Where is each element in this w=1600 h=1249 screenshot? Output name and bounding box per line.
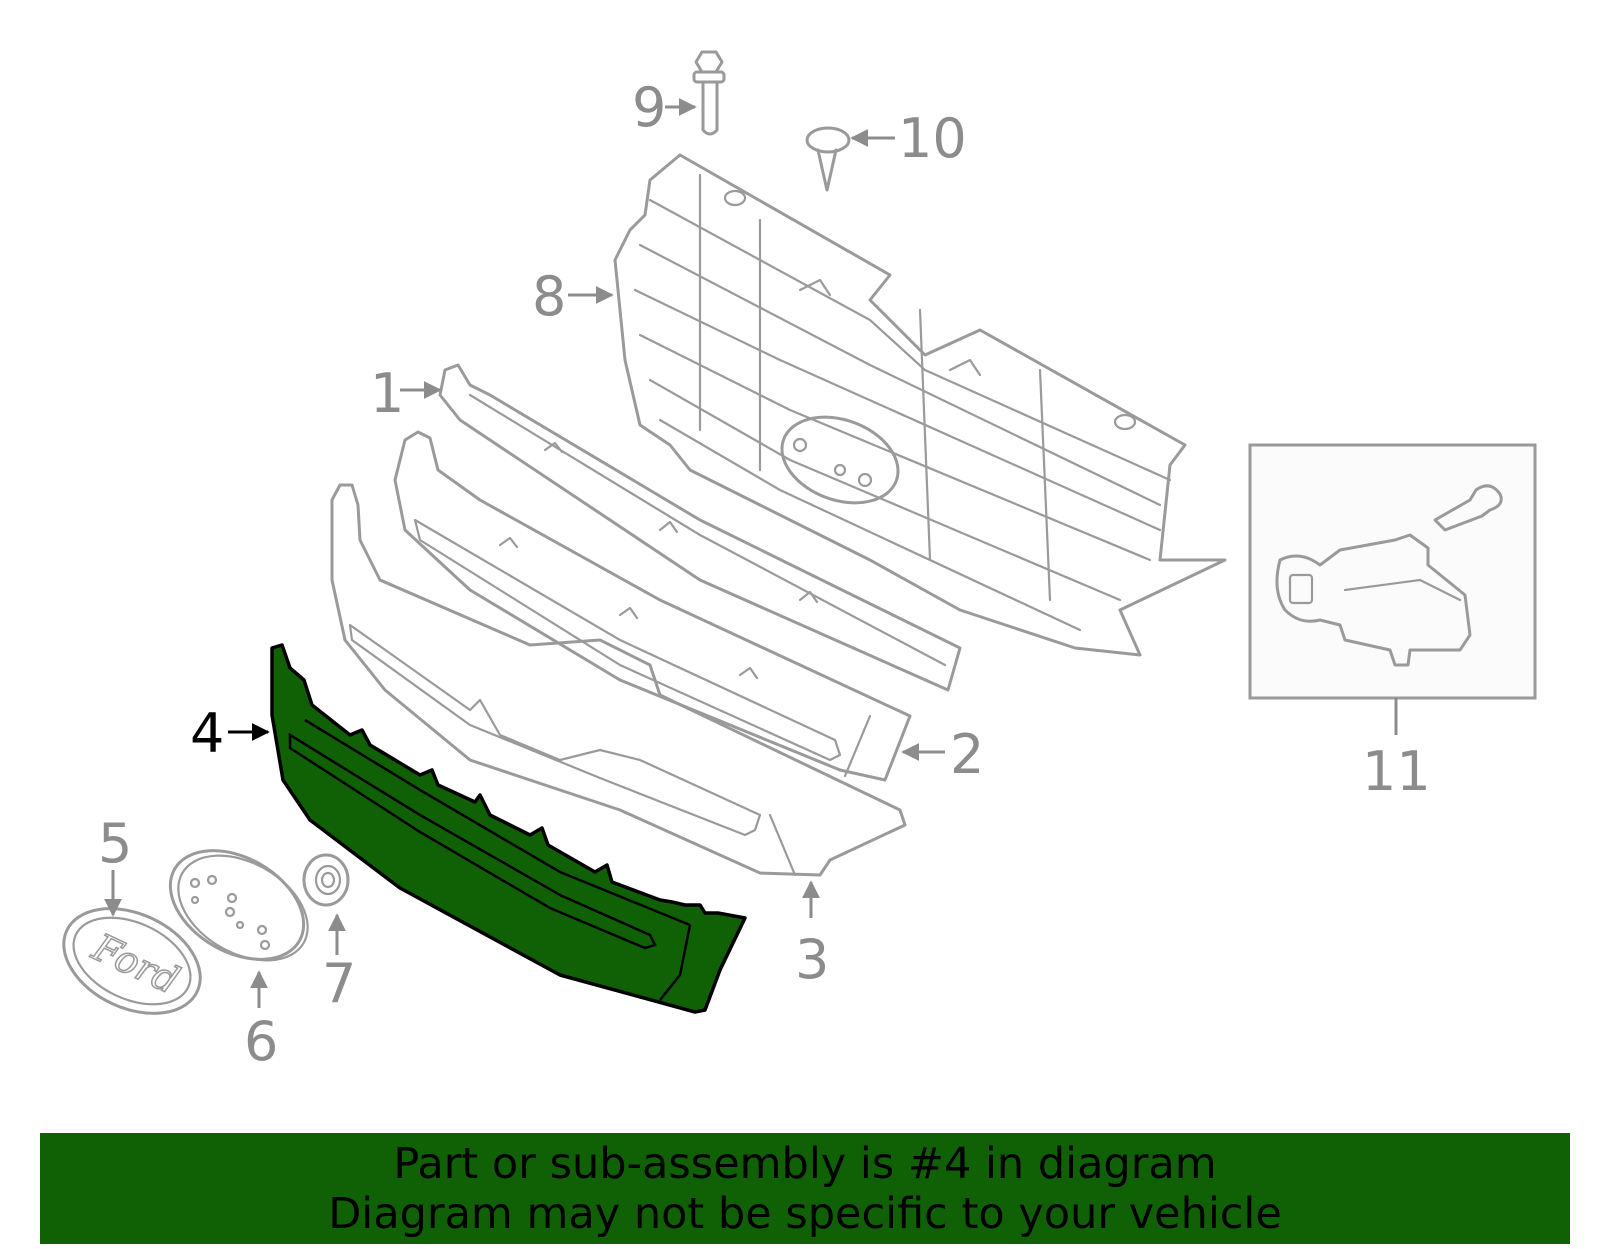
part-11-detail-box [1248, 443, 1537, 700]
part-10-pushpin [805, 126, 851, 192]
callout-7: 7 [322, 952, 356, 1015]
part-9-bolt [692, 50, 726, 136]
info-banner: Part or sub-assembly is #4 in diagram Di… [40, 1133, 1570, 1244]
callout-10: 10 [898, 107, 967, 170]
part-7-grommet [302, 853, 350, 907]
part-5-emblem: Ford [62, 907, 202, 1015]
callout-5: 5 [98, 812, 132, 875]
callout-9: 9 [632, 76, 666, 139]
part-8-grille [613, 153, 1227, 657]
banner-line-1: Part or sub-assembly is #4 in diagram [393, 1138, 1217, 1189]
callout-1: 1 [370, 362, 404, 425]
banner-line-2: Diagram may not be specific to your vehi… [328, 1188, 1282, 1239]
callout-3: 3 [795, 928, 829, 991]
callout-2: 2 [950, 723, 984, 786]
callout-8: 8 [532, 265, 566, 328]
part-6-backing-plate [168, 849, 309, 962]
part-2-molding [393, 430, 912, 782]
part-3-molding [330, 483, 907, 877]
callout-6: 6 [244, 1010, 278, 1073]
callout-4: 4 [190, 702, 224, 765]
part-1-molding [438, 363, 962, 692]
emblem-script-text: Ford [85, 925, 186, 1003]
callout-11: 11 [1362, 740, 1431, 803]
part-4-lower-grille [270, 643, 747, 1014]
